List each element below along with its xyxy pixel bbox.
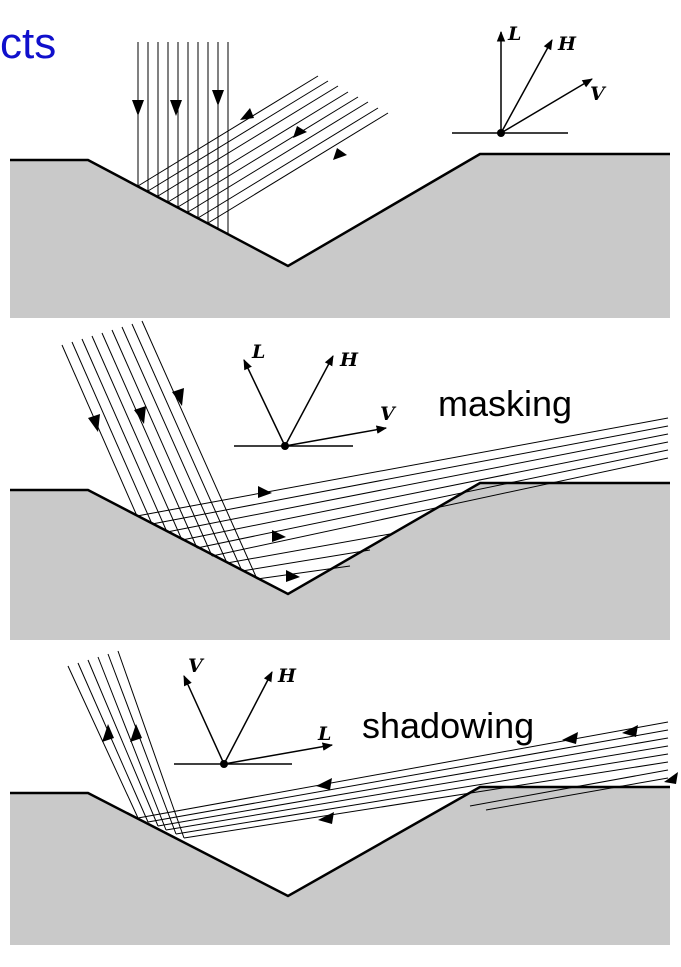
vector-label-H: H [277, 665, 297, 687]
vector-label-V: V [590, 83, 607, 105]
panel-middle: L H V [10, 320, 670, 640]
panel-label-shadowing: shadowing [362, 705, 535, 746]
vector-label-H: H [557, 33, 577, 55]
surface-profile-bottom [10, 785, 670, 898]
incident-rays-middle [61, 320, 258, 580]
panel-label-masking: masking [438, 383, 573, 424]
panel-top: L H V [10, 23, 670, 318]
vector-label-L: L [317, 723, 331, 745]
surface-profile-top [10, 152, 670, 268]
vector-diagram-bottom [174, 671, 334, 768]
vector-label-V: V [380, 403, 397, 425]
incident-rays-bottom [137, 721, 669, 839]
vector-label-V: V [188, 655, 205, 677]
vector-diagram-middle [234, 355, 388, 450]
panel-bottom: V H L [10, 650, 678, 945]
surface-bottom [10, 787, 670, 945]
vector-label-L: L [507, 23, 521, 45]
slide-title: cts [0, 19, 57, 68]
ray-arrows-top [132, 90, 347, 160]
vector-diagram-top [452, 30, 593, 137]
reflected-rays-middle [136, 417, 669, 580]
surface-profile-middle [10, 481, 670, 596]
reflected-rays-top [137, 75, 389, 224]
incident-rays-top [137, 42, 229, 233]
ray-arrows-middle [88, 388, 300, 582]
vector-label-L: L [251, 341, 265, 363]
exit-rays-bottom [67, 650, 185, 839]
surface-middle [10, 483, 670, 640]
ray-arrows-bottom [102, 724, 678, 824]
vector-label-H: H [339, 349, 359, 371]
